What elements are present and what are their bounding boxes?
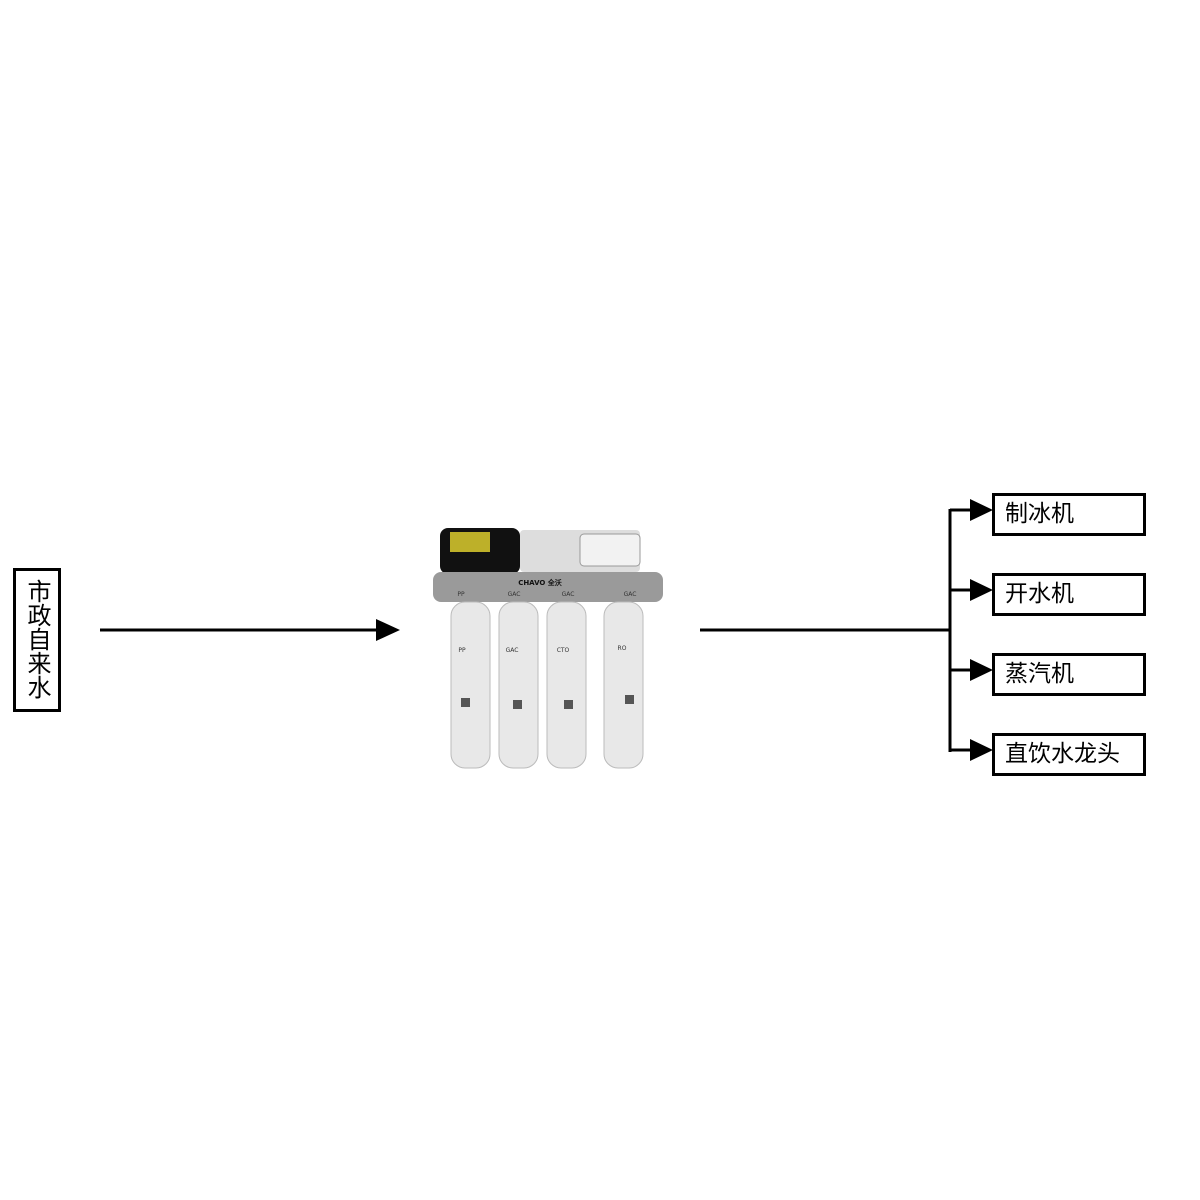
cartridge-label: PP [458, 647, 466, 654]
output-label: 直饮水龙头 [1005, 741, 1120, 767]
output-label: 蒸汽机 [1005, 661, 1074, 687]
output-box-water-boiler: 开水机 [992, 573, 1146, 616]
output-box-drinking-faucet: 直饮水龙头 [992, 733, 1146, 776]
water-purifier-image: CHAVO 全沃 PP GAC GAC GAC PP GAC CTO RO [433, 528, 663, 769]
input-arrowhead [376, 619, 400, 641]
branch-arrows [950, 499, 993, 761]
plate-label: PP [457, 591, 465, 598]
brand-logo: CHAVO 全沃 [518, 578, 562, 587]
plate-label: GAC [508, 591, 521, 598]
source-label: 市政自来水 [23, 579, 51, 699]
output-box-steamer: 蒸汽机 [992, 653, 1146, 696]
output-label: 制冰机 [1005, 501, 1074, 527]
cartridge-label: RO [618, 645, 627, 652]
plate-label: GAC [562, 591, 575, 598]
output-label: 开水机 [1005, 581, 1074, 607]
source-box-municipal-water: 市政自来水 [13, 568, 61, 712]
cartridge-label: CTO [557, 647, 570, 654]
mounting-plate [433, 572, 663, 602]
plate-label: GAC [624, 591, 637, 598]
output-box-ice-maker: 制冰机 [992, 493, 1146, 536]
cartridge-label: GAC [506, 647, 519, 654]
